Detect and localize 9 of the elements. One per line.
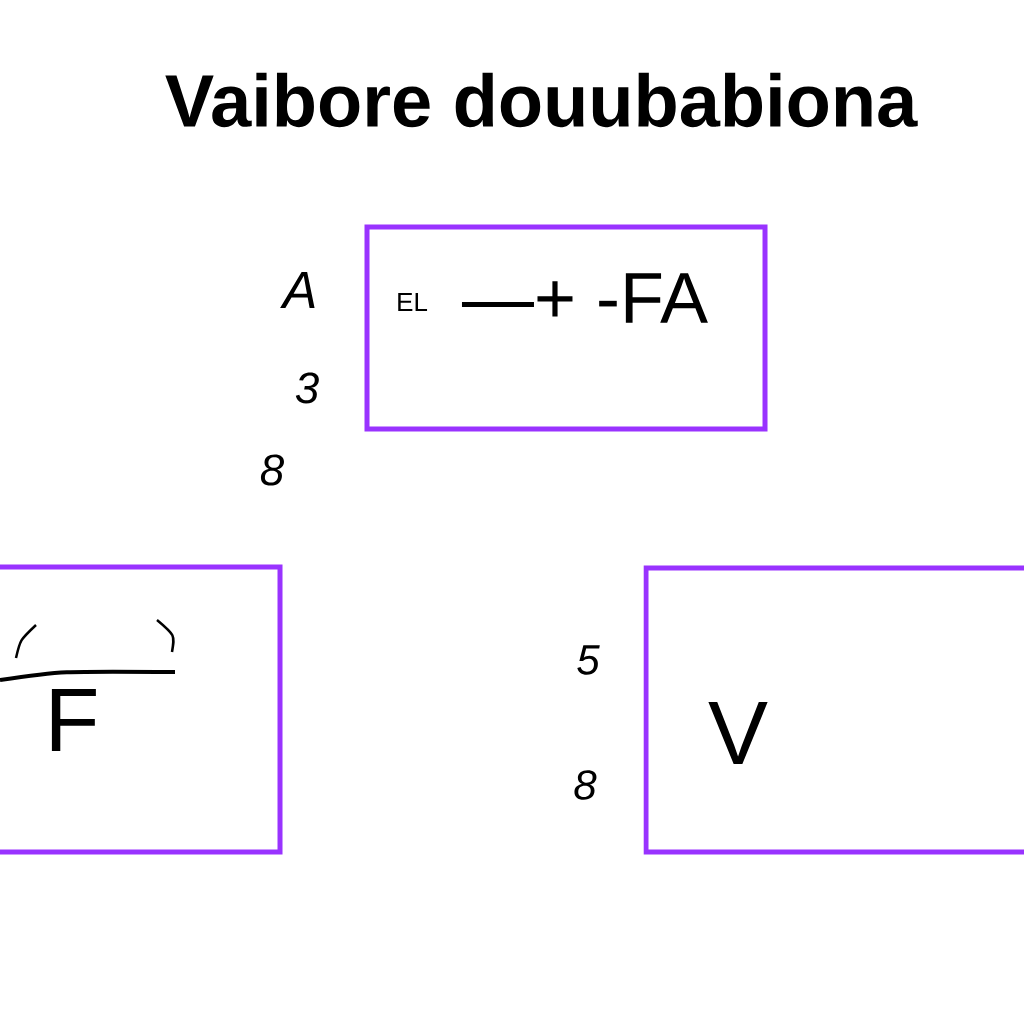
label: 5 — [577, 645, 600, 675]
formula-box: F — [0, 564, 283, 855]
title: Vaibore douubabiona — [165, 72, 918, 128]
label: 3 — [295, 372, 319, 404]
formula-box: EL —+ -FA — [364, 224, 768, 432]
label: 8 — [260, 454, 284, 486]
label: 8 — [574, 770, 597, 800]
label: A — [280, 272, 315, 308]
formula-box: V — [643, 565, 1024, 855]
